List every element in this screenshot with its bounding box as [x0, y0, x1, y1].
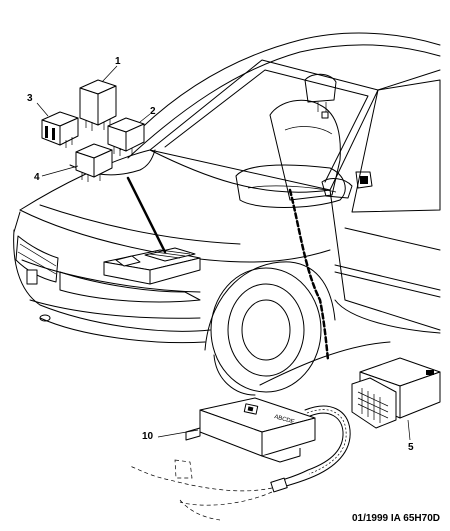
relay-3	[41, 111, 79, 148]
module-10-label: ABCDE	[273, 414, 295, 425]
drawing-reference: 01/1999 IA 65H70D	[352, 513, 440, 524]
relay-1	[79, 79, 117, 131]
drawing-code: IA 65H70D	[390, 513, 440, 524]
engine-relay-box	[103, 247, 201, 285]
leader-5	[407, 419, 411, 441]
leader-10	[157, 429, 199, 438]
relay-4	[75, 143, 113, 182]
leader-1	[101, 65, 118, 83]
leader-3	[36, 102, 49, 117]
callout-2: 2	[150, 106, 156, 117]
leader-4	[41, 165, 79, 177]
car-body	[13, 32, 441, 396]
relay-2	[107, 117, 145, 156]
callout-5: 5	[408, 442, 414, 453]
drawing-date: 01/1999	[351, 513, 389, 524]
callout-3: 3	[27, 93, 33, 104]
module-10	[129, 397, 351, 521]
callout-1: 1	[115, 56, 121, 67]
driver-seat	[235, 73, 373, 208]
callout-10: 10	[142, 431, 154, 442]
leader-2	[139, 113, 151, 123]
callout-4: 4	[34, 172, 40, 183]
module-5	[351, 357, 441, 429]
